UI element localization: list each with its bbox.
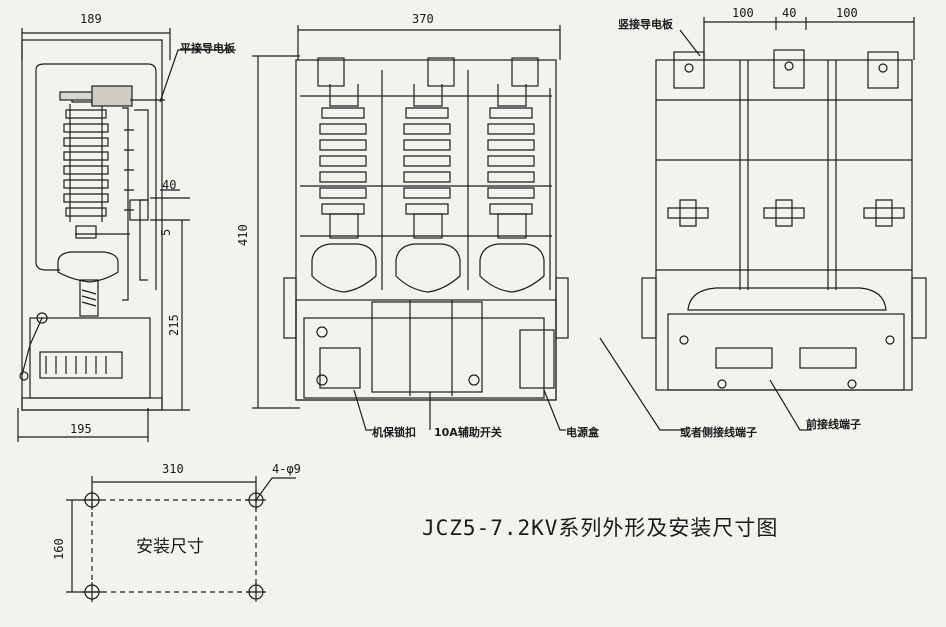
side-dim-215: 215: [167, 314, 181, 336]
rear-dim-40: 40: [782, 6, 797, 20]
mount-dim-160: 160: [52, 538, 66, 560]
mounting-dimension: [66, 476, 296, 602]
callout-side-terminal: 或者侧接线端子: [680, 426, 757, 439]
front-view: [252, 25, 569, 431]
callout-front-terminal: 前接线端子: [806, 418, 861, 431]
rear-dim-100-left: 100: [732, 6, 754, 20]
side-view: [17, 28, 236, 442]
callout-aux-switch: 10A辅助开关: [434, 426, 502, 439]
mount-dim-310: 310: [162, 462, 184, 476]
front-dim-370: 370: [412, 12, 434, 26]
front-dim-410: 410: [236, 224, 250, 246]
callout-flat-plate: 平接导电板: [180, 42, 235, 55]
mount-holes: 4-φ9: [272, 462, 301, 476]
rear-dim-100-right: 100: [836, 6, 858, 20]
rear-view: [599, 17, 927, 431]
drawing-title: JCZ5-7.2KV系列外形及安装尺寸图: [422, 516, 779, 540]
callout-lock: 机保锁扣: [372, 426, 416, 439]
mounting-label: 安装尺寸: [136, 537, 204, 557]
side-dim-189: 189: [80, 12, 102, 26]
side-dim-5: 5: [159, 228, 173, 236]
callout-vertical-plate: 竖接导电板: [618, 18, 673, 31]
side-dim-195: 195: [70, 422, 92, 436]
callout-power-box: 电源盒: [566, 426, 599, 439]
side-dim-40: 40: [162, 178, 177, 192]
